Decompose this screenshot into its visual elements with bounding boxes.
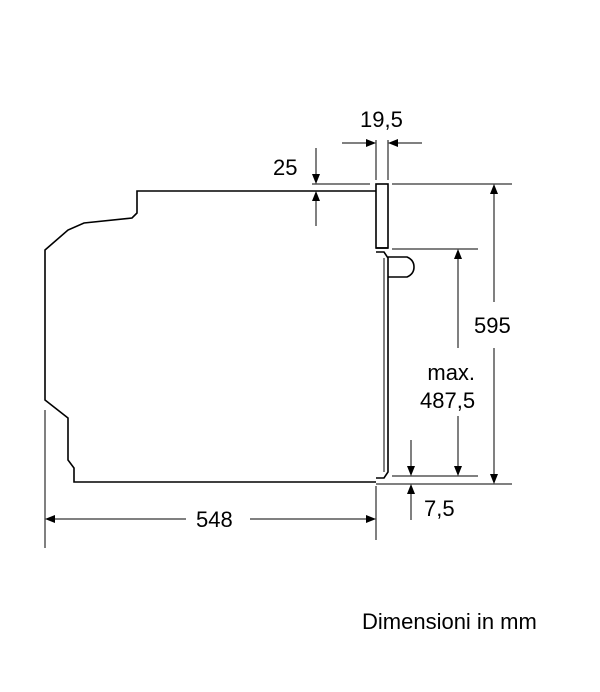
arrowhead-door-right	[388, 139, 398, 147]
arrowhead-depth-right	[366, 515, 376, 523]
oven-body-outline	[44, 190, 376, 483]
units-caption: Dimensioni in mm	[362, 609, 537, 634]
handle-max-value: 487,5	[420, 388, 476, 414]
arrowhead-handle-bottom	[454, 466, 462, 476]
dimension-label-width: 548	[196, 507, 233, 532]
arrowhead-depth-left	[45, 515, 55, 523]
dimension-label-bottom-offset: 7,5	[424, 496, 455, 521]
arrowhead-top-up	[312, 191, 320, 201]
handle-max-prefix: max.	[427, 360, 476, 385]
dimension-label-height: 595	[474, 313, 511, 338]
arrowhead-top-down	[312, 174, 320, 184]
door-panel-upper	[375, 183, 389, 249]
door-handle	[388, 256, 415, 278]
arrowhead-bottom-up	[407, 484, 415, 494]
dimension-label-handle-max: max. 487,5	[420, 359, 475, 415]
arrowhead-handle-top	[454, 249, 462, 259]
dimension-label-top-offset: 25	[273, 155, 298, 180]
arrowhead-height-top	[490, 184, 498, 194]
arrowhead-bottom-down	[407, 466, 415, 476]
arrowhead-door-left	[366, 139, 376, 147]
door-panel-lower	[376, 251, 389, 479]
arrowhead-height-bottom	[490, 474, 498, 484]
dimension-label-door-thickness: 19,5	[360, 107, 403, 132]
